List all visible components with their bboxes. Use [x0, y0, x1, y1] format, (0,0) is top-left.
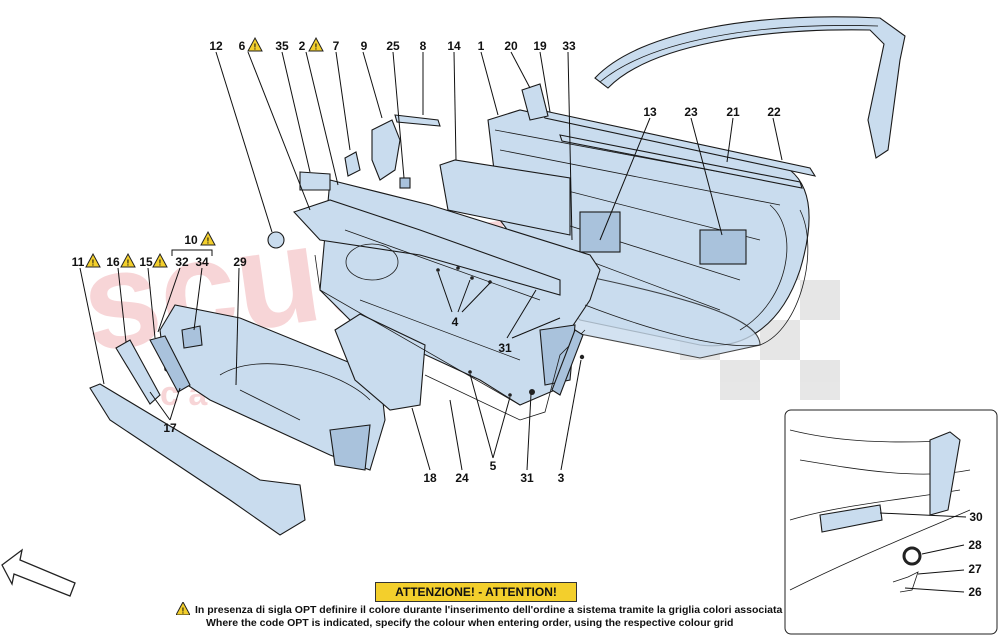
warning-icon: !	[176, 602, 190, 615]
seal-outer	[314, 254, 521, 406]
callout-28: 28	[968, 538, 982, 552]
insulation-18	[334, 313, 426, 411]
callout-27: 27	[968, 562, 982, 576]
callout-20: 20	[504, 39, 518, 53]
attention-notice: ATTENZIONE! - ATTENTION! ! In presenza d…	[176, 582, 782, 630]
callout-19: 19	[533, 39, 547, 53]
callout-9: 9	[361, 39, 368, 53]
callout-18: 18	[423, 471, 437, 485]
bracket-10	[171, 249, 213, 256]
callout-13: 13	[643, 105, 657, 119]
callout-7: 7	[333, 39, 340, 53]
handle-16	[115, 339, 161, 405]
speaker-grille-12	[267, 231, 285, 249]
callout-33: 33	[562, 39, 576, 53]
leader-lines	[79, 51, 967, 593]
callout-17: 17	[163, 421, 177, 435]
callout-12: 12	[209, 39, 223, 53]
inset-detail	[784, 409, 998, 635]
callout-14: 14	[447, 39, 461, 53]
callout-5: 5	[490, 459, 497, 473]
callout-3: 3	[558, 471, 565, 485]
direction-arrow	[1, 548, 76, 597]
warning-icon	[308, 37, 324, 52]
callout-31-upper: 31	[498, 341, 512, 355]
panel-14	[439, 159, 571, 236]
callout-30: 30	[969, 510, 983, 524]
callout-25: 25	[386, 39, 400, 53]
svg-text:!: !	[182, 607, 185, 616]
window-frame	[594, 16, 906, 159]
upper-brackets	[299, 114, 441, 191]
armrest-11	[89, 383, 306, 536]
door-seal-line	[584, 209, 809, 347]
callout-8: 8	[420, 39, 427, 53]
callout-23: 23	[684, 105, 698, 119]
notice-text-english: Where the code OPT is indicated, specify…	[206, 617, 734, 629]
callout-26: 26	[968, 585, 982, 599]
warning-icon	[247, 37, 263, 52]
callout-2: 2	[299, 39, 306, 53]
inner-trim-frame	[293, 179, 601, 406]
callout-24: 24	[455, 471, 469, 485]
callout-31-lower: 31	[520, 471, 534, 485]
callout-10: 10	[184, 233, 198, 247]
callout-15: 15	[139, 255, 153, 269]
notice-line-italian: ! In presenza di sigla OPT definire il c…	[176, 602, 782, 617]
callout-6: 6	[239, 39, 246, 53]
callout-1: 1	[478, 39, 485, 53]
callout-22: 22	[767, 105, 781, 119]
callout-35: 35	[275, 39, 289, 53]
callouts: 12 6 35 2 7 9 25 8 14 1 20 19 33 13 23 2…	[72, 37, 983, 599]
callout-34: 34	[195, 255, 209, 269]
callout-29: 29	[233, 255, 247, 269]
callout-4: 4	[452, 315, 459, 329]
seal-3	[551, 329, 584, 396]
notice-text-italian: In presenza di sigla OPT definire il col…	[195, 604, 783, 616]
fasteners	[436, 266, 585, 397]
window-seal-strips	[521, 83, 817, 189]
callout-32: 32	[175, 255, 189, 269]
callout-16: 16	[106, 255, 120, 269]
handle-15	[149, 335, 191, 393]
callout-11: 11	[72, 255, 85, 269]
notice-title: ATTENZIONE! - ATTENTION!	[375, 582, 577, 602]
callout-21: 21	[726, 105, 740, 119]
